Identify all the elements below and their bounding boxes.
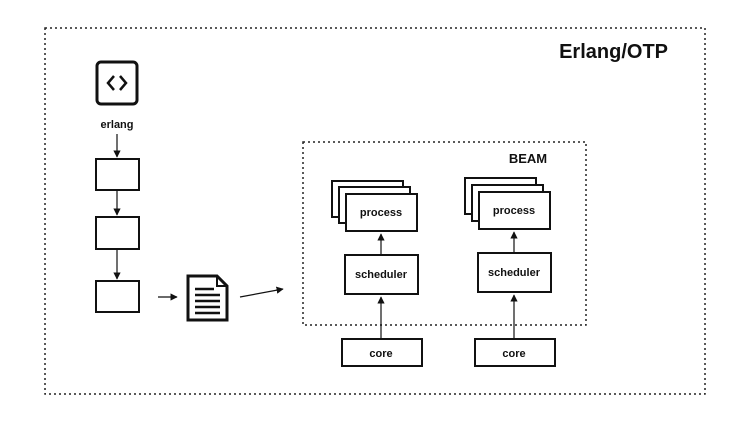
process-label-2: process bbox=[493, 205, 535, 217]
scheduler-box-2 bbox=[477, 252, 552, 293]
scheduler-box-1 bbox=[344, 254, 419, 295]
process-label-1: process bbox=[360, 207, 402, 219]
process-box-2 bbox=[478, 191, 551, 230]
compile-stage-box-2 bbox=[95, 216, 140, 250]
pipeline-2: process scheduler core bbox=[464, 177, 556, 367]
beam-boundary bbox=[302, 141, 587, 326]
core-box-2 bbox=[474, 338, 556, 367]
erlang-otp-title: Erlang/OTP bbox=[559, 41, 668, 63]
compile-stage-box-1 bbox=[95, 158, 140, 191]
core-label-1: core bbox=[369, 348, 392, 360]
code-brackets-icon bbox=[95, 60, 139, 106]
erlang-source-label: erlang bbox=[100, 119, 133, 131]
scheduler-label-2: scheduler bbox=[488, 267, 541, 279]
beam-title: BEAM bbox=[509, 151, 547, 166]
document-icon bbox=[186, 274, 229, 322]
arrow-document-to-beam bbox=[239, 286, 284, 298]
compile-stage-box-3 bbox=[95, 280, 140, 313]
scheduler-label-1: scheduler bbox=[355, 269, 408, 281]
erlang-otp-boundary bbox=[44, 27, 706, 395]
process-box-1 bbox=[345, 193, 418, 232]
core-box-1 bbox=[341, 338, 423, 367]
pipeline-1: process scheduler core bbox=[331, 180, 423, 367]
core-label-2: core bbox=[502, 348, 525, 360]
process-stack-2: process bbox=[464, 177, 551, 230]
process-stack-1: process bbox=[331, 180, 418, 232]
